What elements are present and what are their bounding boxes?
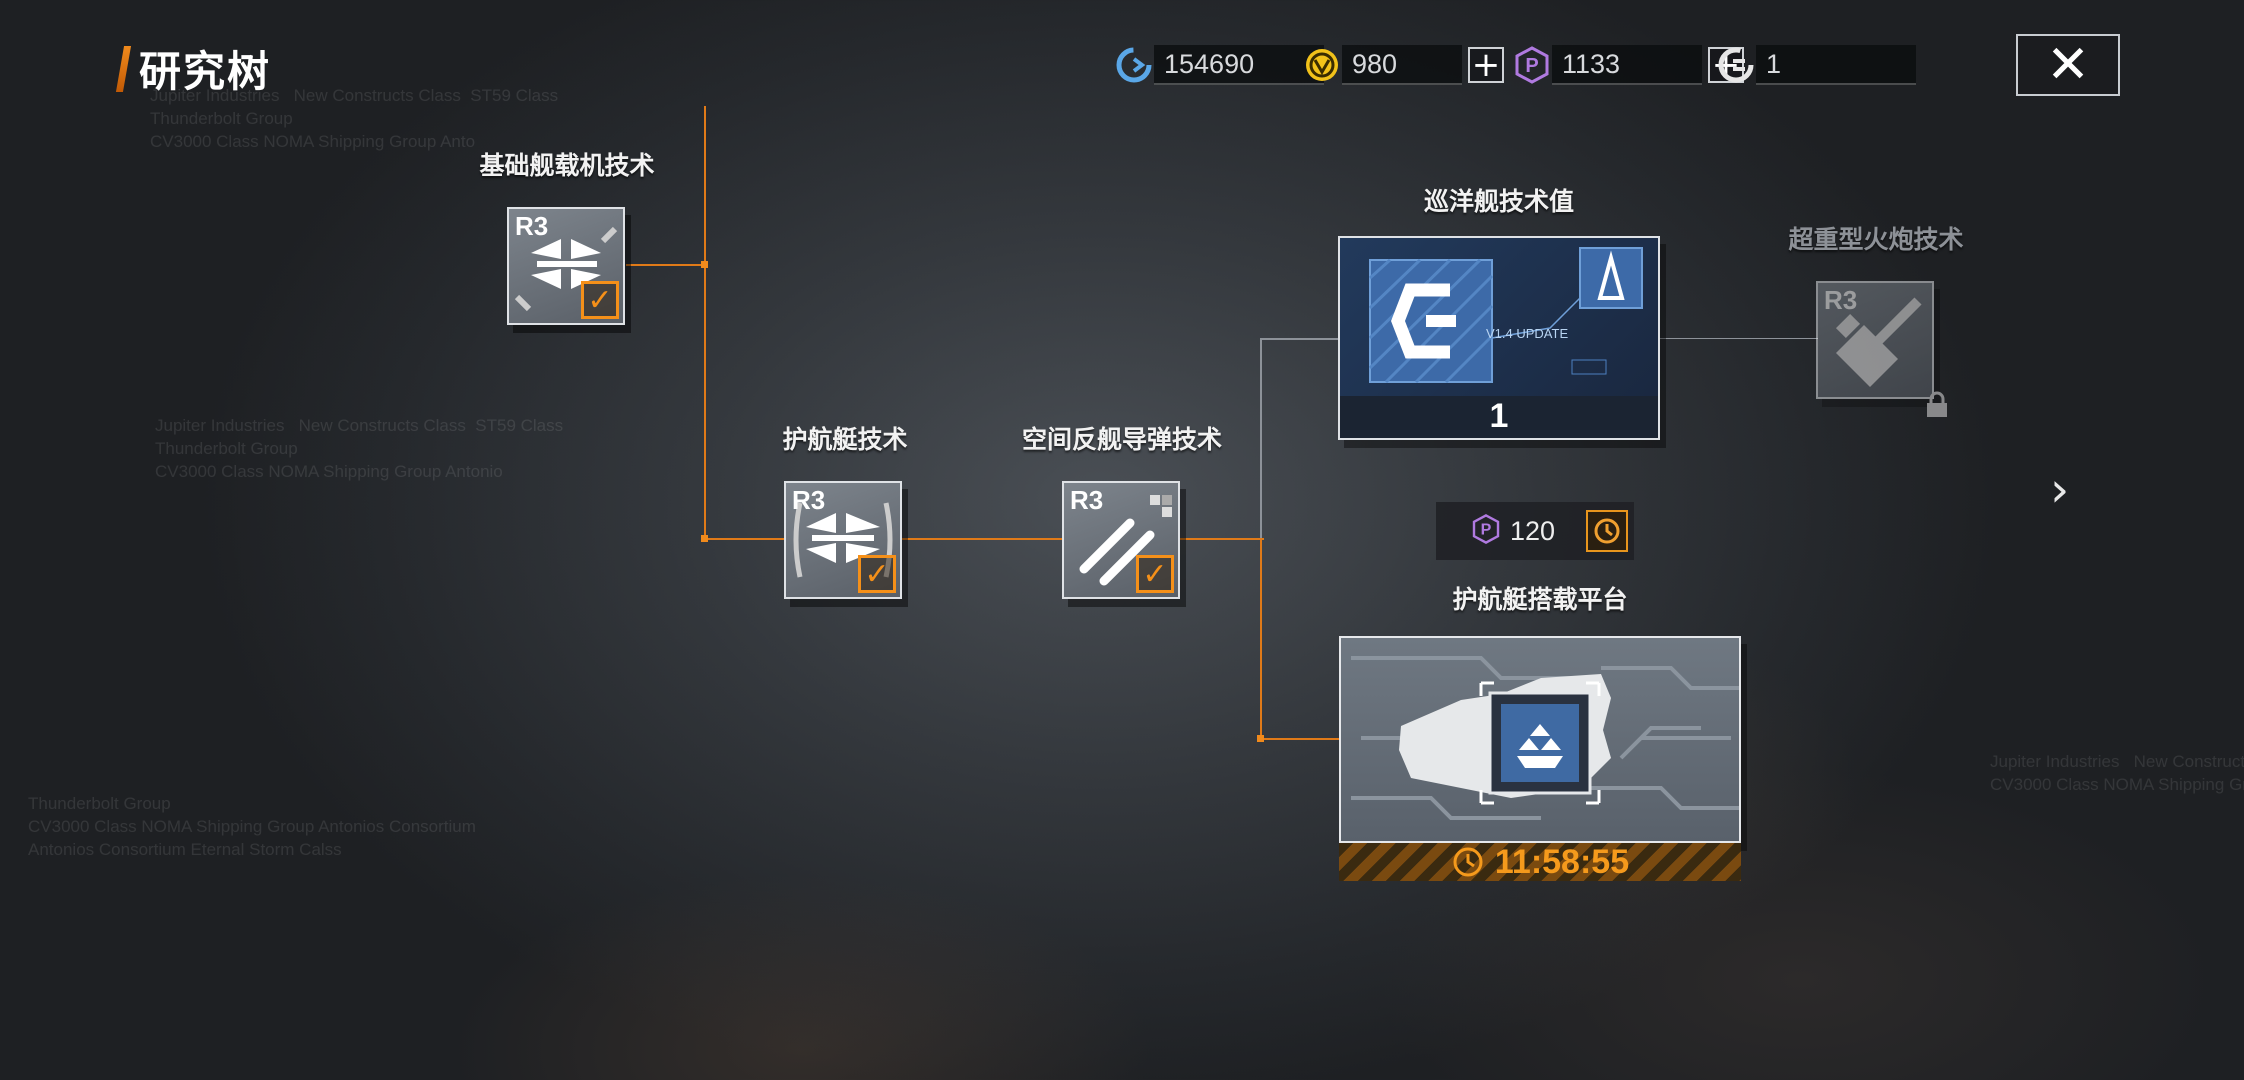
purple-p-icon: P xyxy=(1470,513,1502,549)
research-timer-text: 11:58:55 xyxy=(1494,842,1630,881)
research-timer-bar: 11:58:55 xyxy=(1339,843,1741,881)
node-basic-carrier-aircraft[interactable]: R3 ✓ xyxy=(507,207,625,325)
purple-value: 1133 xyxy=(1552,45,1702,85)
svg-text:P: P xyxy=(1525,55,1538,77)
rank-badge: R3 xyxy=(1824,285,1858,315)
circuit-map-illustration xyxy=(1351,656,1739,820)
page-title: 研究树 xyxy=(139,47,272,96)
completed-check-icon: ✓ xyxy=(1136,555,1174,593)
close-button[interactable]: ✕ xyxy=(2016,34,2120,96)
tree-junction xyxy=(701,535,708,542)
tree-connector-grey xyxy=(1260,338,1340,340)
completed-check-icon: ✓ xyxy=(581,281,619,319)
gold-value: 980 xyxy=(1342,45,1462,85)
cruiser-tech-emblem-icon xyxy=(1368,247,1643,384)
credit-coin-icon xyxy=(1114,45,1154,85)
escort-boat-icon xyxy=(793,502,893,578)
currency-gold: 980 + xyxy=(1302,44,1504,86)
node-label-super-heavy-artillery: 超重型火炮技术 xyxy=(1788,225,1964,254)
unlock-cost-pill: P 120 xyxy=(1436,502,1634,560)
unlock-cost-value: 120 xyxy=(1510,515,1556,546)
rank-badge: R3 xyxy=(792,485,826,515)
node-label-basic-carrier-aircraft: 基础舰载机技术 xyxy=(479,151,655,180)
fighter-formation-icon xyxy=(514,226,618,312)
node-anti-ship-missile[interactable]: R3 ✓ xyxy=(1062,481,1180,599)
tree-connector xyxy=(626,264,706,266)
svg-text:P: P xyxy=(1481,522,1492,539)
gold-coin-icon xyxy=(1302,45,1342,85)
node-label-anti-ship-missile: 空间反舰导弹技术 xyxy=(1021,425,1223,454)
missile-icon xyxy=(1079,495,1172,586)
speed-up-clock-icon xyxy=(1594,518,1620,544)
node-label-escort-boat: 护航艇技术 xyxy=(782,425,908,454)
title-bar: 研究树 xyxy=(115,38,272,99)
cruiser-tech-display: V1.4 UPDATE xyxy=(1340,238,1658,396)
tree-junction xyxy=(1257,735,1264,742)
tree-connector xyxy=(1260,738,1340,740)
speed-up-button[interactable] xyxy=(1586,510,1628,552)
white-token-icon xyxy=(1716,45,1756,85)
purple-p-icon: P xyxy=(1512,45,1552,85)
rank-badge: R3 xyxy=(1070,485,1104,515)
timer-clock-icon xyxy=(1453,847,1483,877)
node-label-cruiser-tech: 巡洋舰技术值 xyxy=(1423,187,1575,216)
close-icon: ✕ xyxy=(2046,35,2090,95)
currency-credits: 154690 xyxy=(1114,44,1324,86)
bg-decor-text: Jupiter Industries New Constructs Class … xyxy=(150,86,559,151)
node-super-heavy-artillery[interactable]: R3 xyxy=(1816,281,1947,417)
tree-connector xyxy=(704,106,706,540)
currency-purple: P 1133 + xyxy=(1512,44,1744,86)
tree-connector xyxy=(1260,538,1262,740)
next-page-arrow-icon[interactable]: › xyxy=(2050,462,2070,518)
node-escort-boat[interactable]: R3 ✓ xyxy=(784,481,902,599)
bg-decor-text: Jupiter Industries New Construct CV3000 … xyxy=(1990,752,2244,794)
credits-value: 154690 xyxy=(1154,45,1324,85)
update-text: V1.4 UPDATE xyxy=(1486,326,1569,341)
bg-decor-text: Jupiter Industries New Constructs Class … xyxy=(155,416,564,481)
tree-junction xyxy=(701,261,708,268)
completed-check-icon: ✓ xyxy=(858,555,896,593)
artillery-icon xyxy=(1835,297,1922,387)
tree-connector xyxy=(704,538,1264,540)
tree-connector-grey xyxy=(1660,338,1818,339)
add-gold-button[interactable]: + xyxy=(1468,47,1504,83)
node-label-escort-carrier-platform: 护航艇搭载平台 xyxy=(1452,585,1628,614)
rank-badge: R3 xyxy=(515,211,549,241)
cruiser-tech-count: 1 xyxy=(1489,397,1509,435)
currency-token: 1 xyxy=(1716,44,1916,86)
bg-decor-text: Thunderbolt Group CV3000 Class NOMA Ship… xyxy=(28,794,476,859)
token-value: 1 xyxy=(1756,45,1916,85)
tree-connector-grey xyxy=(1260,338,1262,538)
node-cruiser-tech[interactable]: V1.4 UPDATE 1 xyxy=(1338,236,1660,440)
node-escort-carrier-platform[interactable] xyxy=(1339,636,1741,843)
